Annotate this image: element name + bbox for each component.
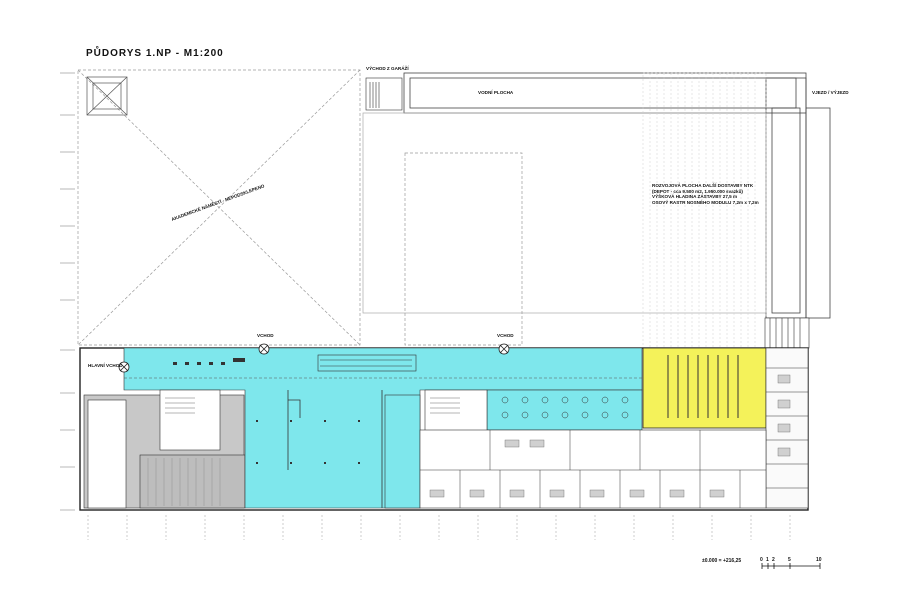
scale-bar bbox=[761, 563, 821, 569]
expansion-zone bbox=[642, 72, 767, 349]
cyan-hall-right bbox=[384, 394, 421, 509]
bottom-axis bbox=[87, 515, 791, 540]
office-partitions bbox=[420, 430, 766, 508]
water-area bbox=[403, 72, 831, 319]
entrance-1-label: VCHOD bbox=[257, 333, 274, 338]
courtyard-outline bbox=[362, 112, 767, 314]
expansion-line-1: ROZVOJOVÁ PLOCHA DALŠÍ DOSTAVBY NTK bbox=[652, 183, 754, 188]
plan-title: PŮDORYS 1.NP - M1:200 bbox=[86, 48, 224, 59]
expansion-line-2: (DEPOT - cca 9.500 m2, 1.950.000 svazků) bbox=[652, 188, 743, 194]
shelves bbox=[667, 355, 739, 418]
garage-exit-stair bbox=[365, 77, 403, 111]
escalator bbox=[317, 354, 417, 372]
auditorium bbox=[139, 454, 246, 509]
scale-tick-1: 1 bbox=[766, 557, 769, 563]
columns bbox=[256, 420, 360, 464]
entry-exit-label: VJEZD / VÝJEZD bbox=[812, 90, 849, 95]
cores bbox=[159, 389, 488, 451]
expansion-line-3: VÝŠKOVÁ HLADINA ZÁSTAVBY 27,5 m bbox=[652, 194, 738, 200]
expansion-label: ROZVOJOVÁ PLOCHA DALŠÍ DOSTAVBY NTK (DEP… bbox=[652, 183, 759, 206]
left-axis-ticks bbox=[60, 72, 75, 511]
entrance-2-label: VCHOD bbox=[497, 333, 514, 338]
scale-tick-10: 10 bbox=[816, 557, 822, 563]
water-area-label: VODNÍ PLOCHA bbox=[478, 90, 514, 95]
office-right-partitions bbox=[766, 367, 808, 489]
scale-tick-5: 5 bbox=[788, 557, 791, 563]
square-pavilion bbox=[86, 76, 128, 116]
core-stairs bbox=[165, 397, 460, 414]
yellow-zone bbox=[642, 347, 767, 429]
main-entrance-label: HLAVNÍ VCHOD bbox=[88, 363, 123, 368]
cafe-tables bbox=[501, 396, 629, 419]
scale-tick-0: 0 bbox=[760, 557, 763, 563]
elevation-legend: ±0.000 = +216,25 bbox=[702, 558, 742, 564]
expansion-line-4: OSOVÝ RASTR NOSNÉHO MODULU 7,2m x 7,2m bbox=[652, 200, 759, 206]
ramp bbox=[764, 317, 810, 349]
office-desks bbox=[429, 374, 791, 498]
entrance-hall bbox=[87, 399, 127, 509]
garage-exit-label: VÝCHOD Z GARÁŽÍ bbox=[366, 66, 409, 71]
display-cases bbox=[173, 358, 245, 365]
academic-square bbox=[77, 69, 361, 346]
entrance-markers bbox=[118, 343, 510, 373]
scale-tick-2: 2 bbox=[772, 557, 775, 563]
cafe-area bbox=[486, 389, 643, 431]
auditorium-seating bbox=[147, 458, 221, 506]
inner-dashed-rect bbox=[404, 152, 523, 346]
cyan-hall-structure bbox=[287, 390, 383, 508]
